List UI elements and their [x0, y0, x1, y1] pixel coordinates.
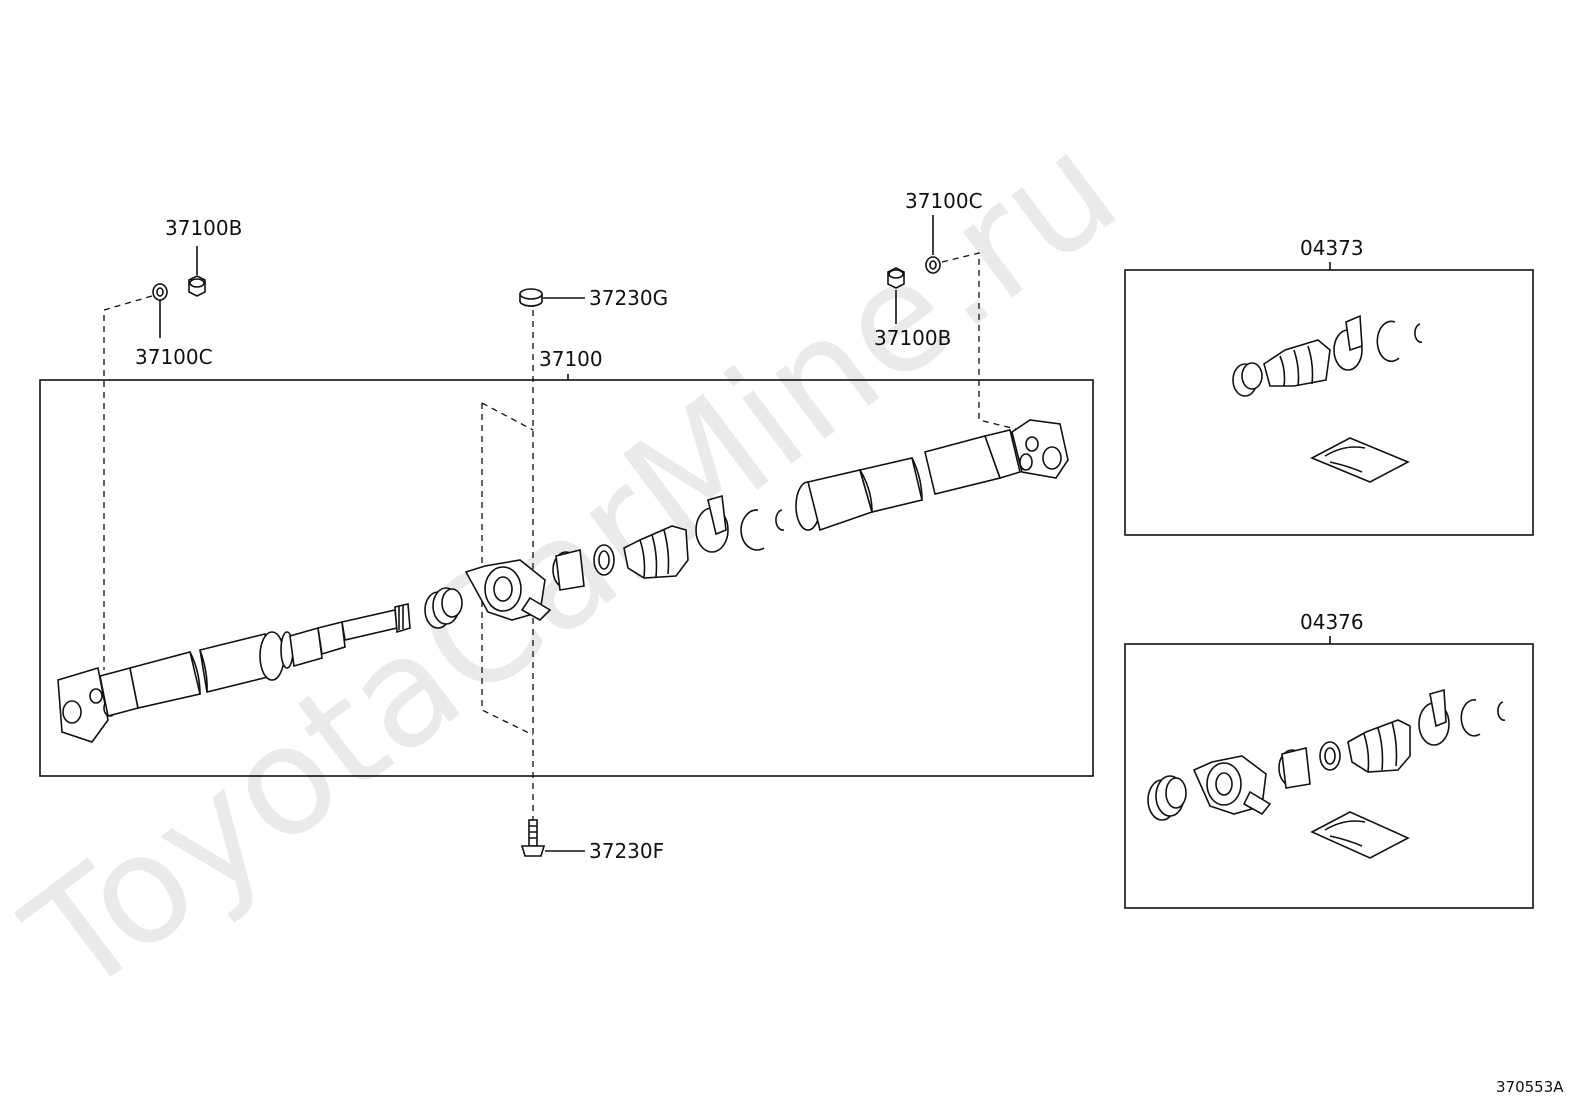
grease-packet-icon: [1310, 811, 1410, 859]
propeller-shaft[interactable]: [57, 419, 1069, 743]
kit-04373-parts[interactable]: [1232, 314, 1423, 483]
label-37100B-right: 37100B: [874, 326, 951, 350]
label-37230G: 37230G: [589, 286, 668, 310]
nut-right-icon[interactable]: [887, 267, 905, 289]
label-37100C-right: 37100C: [905, 189, 983, 213]
kit-04376-frame: [1124, 643, 1534, 909]
washer-right-icon[interactable]: [925, 256, 941, 274]
assembly-frame: [39, 379, 1094, 777]
grease-packet-icon: [1310, 437, 1410, 483]
kit-04376-parts[interactable]: [1147, 688, 1506, 859]
cushion-icon[interactable]: [519, 288, 543, 307]
bolt-icon[interactable]: [520, 819, 546, 857]
label-04376: 04376: [1300, 610, 1364, 634]
washer-left-icon[interactable]: [152, 283, 168, 301]
label-37100C-left: 37100C: [135, 345, 213, 369]
label-37100: 37100: [539, 347, 603, 371]
kit-04373-frame: [1124, 269, 1534, 536]
figure-code: 370553A: [1496, 1078, 1564, 1096]
nut-left-icon[interactable]: [188, 275, 206, 297]
label-37230F: 37230F: [589, 839, 664, 863]
label-04373: 04373: [1300, 236, 1364, 260]
label-37100B-left: 37100B: [165, 216, 242, 240]
